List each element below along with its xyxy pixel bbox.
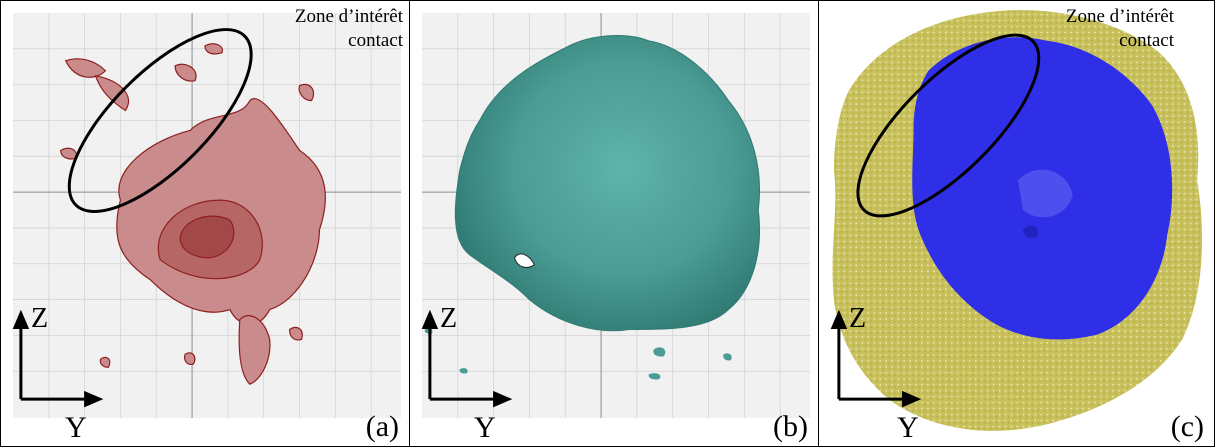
axis-y-label: Y	[65, 411, 87, 444]
axis-y-label: Y	[474, 411, 496, 444]
zone-label-line2: contact	[1119, 30, 1174, 51]
grid-background	[422, 13, 810, 418]
surface-yellow	[832, 10, 1203, 431]
zone-ellipse	[856, 33, 1041, 218]
axis-y-label: Y	[897, 411, 919, 444]
grid-lines	[422, 13, 810, 418]
zone-label-line1: Zone d’intérêt	[1065, 6, 1174, 27]
zone-label-line1: Zone d’intérêt	[294, 6, 403, 27]
axis-z-label: Z	[849, 303, 867, 334]
panel-a: Zone d’intérêt contact Z Y (a)	[0, 0, 410, 447]
zone-of-interest-label: Zone d’intérêt contact	[295, 5, 403, 53]
panel-label: (a)	[365, 410, 399, 443]
surface-blue	[912, 37, 1173, 340]
zone-label-line2: contact	[348, 30, 403, 51]
panel-b: Z Y (b)	[409, 0, 819, 447]
panel-label: (b)	[773, 410, 808, 443]
axis-z-label: Z	[31, 303, 49, 334]
grid-background	[13, 13, 401, 418]
panel-label: (c)	[1170, 410, 1204, 443]
panel-c-drawing	[830, 10, 1203, 431]
panel-c: Zone d’intérêt contact Z Y (c)	[818, 0, 1215, 447]
zone-of-interest-label: Zone d’intérêt contact	[1066, 5, 1174, 53]
axis-arrows	[830, 309, 922, 408]
axis-z-label: Z	[440, 303, 458, 334]
grid-lines	[13, 13, 401, 418]
